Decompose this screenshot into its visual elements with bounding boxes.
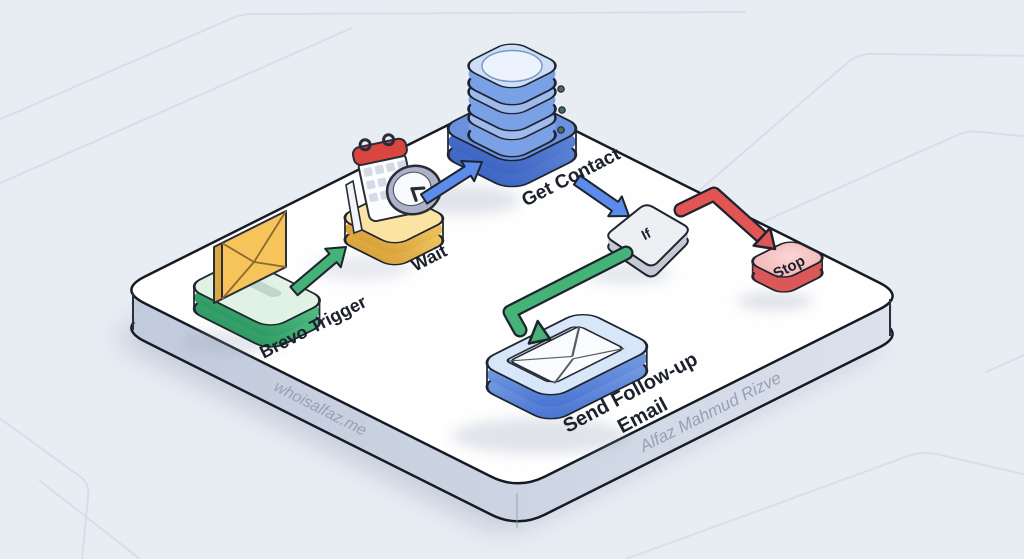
database-icon (458, 38, 566, 163)
db-port-lights (557, 85, 566, 134)
arrow-if-to-stop (673, 186, 777, 251)
background-trace-lines (0, 11, 1024, 559)
node-brevo-trigger (184, 210, 330, 353)
platform (130, 101, 894, 528)
envelope-icon (506, 326, 625, 384)
node-wait (336, 133, 452, 270)
calendar-stand-leg (345, 179, 363, 235)
db-top-ellipse (481, 49, 543, 83)
arrow-wait-to-getcontact (420, 160, 483, 205)
edge-arrows (289, 160, 777, 345)
clock-icon (385, 164, 443, 216)
envelope-icon (213, 210, 287, 304)
arrow-brevo-to-wait (289, 246, 347, 297)
node-stop (744, 237, 830, 297)
node-send-followup-email (476, 308, 658, 425)
arrow-if-to-send (502, 245, 634, 345)
node-get-contact (437, 38, 587, 193)
arrow-getcontact-to-if (572, 174, 630, 218)
